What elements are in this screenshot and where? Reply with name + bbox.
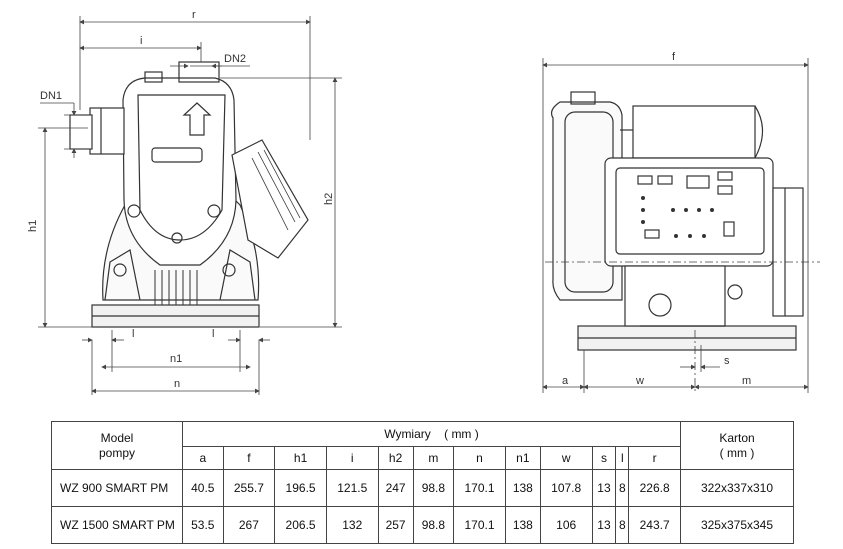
technical-drawing: r i DN2 DN1 h1 h2 l l n1 n bbox=[27, 9, 820, 395]
karton-cell: 322x337x310 bbox=[680, 469, 794, 507]
dim-label-n1: n1 bbox=[170, 353, 182, 365]
value-cell: 138 bbox=[504, 469, 541, 507]
col-header: w bbox=[539, 446, 593, 470]
karton-header-line2: ( mm ) bbox=[719, 445, 755, 460]
value-cell: 170.1 bbox=[453, 506, 506, 544]
dim-label-l-left: l bbox=[132, 328, 134, 340]
model-header: Model pompy bbox=[51, 421, 183, 470]
col-header: r bbox=[628, 446, 681, 470]
col-header: h1 bbox=[274, 446, 327, 470]
value-cell: 206.5 bbox=[274, 506, 327, 544]
karton-cell: 325x375x345 bbox=[680, 506, 794, 544]
dim-label-h1: h1 bbox=[27, 220, 39, 232]
value-cell: 257 bbox=[377, 506, 414, 544]
side-view bbox=[550, 91, 804, 351]
value-cell: 121.5 bbox=[325, 469, 379, 507]
col-header: a bbox=[182, 446, 224, 470]
dims-header: Wymiary ( mm ) bbox=[182, 421, 681, 447]
col-header: i bbox=[325, 446, 379, 470]
value-cell: 138 bbox=[504, 506, 541, 544]
col-header: s bbox=[591, 446, 617, 470]
value-cell: 170.1 bbox=[453, 469, 506, 507]
value-cell: 40.5 bbox=[182, 469, 224, 507]
dim-label-n: n bbox=[174, 378, 180, 390]
value-cell: 98.8 bbox=[412, 469, 455, 507]
col-header: f bbox=[222, 446, 276, 470]
value-cell: 196.5 bbox=[274, 469, 327, 507]
dim-label-m: m bbox=[742, 375, 751, 387]
model-cell: WZ 900 SMART PM bbox=[51, 469, 183, 507]
model-header-line2: pompy bbox=[98, 445, 136, 460]
dim-label-s: s bbox=[724, 355, 730, 367]
model-header-line1: Model bbox=[100, 430, 134, 445]
col-header: m bbox=[412, 446, 455, 470]
col-header: n1 bbox=[504, 446, 541, 470]
value-cell: 8 bbox=[615, 469, 630, 507]
dim-label-w: w bbox=[635, 375, 644, 387]
value-cell: 53.5 bbox=[182, 506, 224, 544]
value-cell: 106 bbox=[539, 506, 593, 544]
value-cell: 98.8 bbox=[412, 506, 455, 544]
value-cell: 107.8 bbox=[539, 469, 593, 507]
front-view bbox=[69, 61, 309, 328]
dim-label-i: i bbox=[140, 35, 142, 47]
model-cell: WZ 1500 SMART PM bbox=[51, 506, 183, 544]
column-header-row: a f h1 i h2 m n n1 w s l r bbox=[52, 446, 794, 470]
value-cell: 243.7 bbox=[628, 506, 681, 544]
dim-label-a: a bbox=[562, 375, 569, 387]
value-cell: 267 bbox=[222, 506, 276, 544]
dim-label-h2: h2 bbox=[323, 193, 335, 205]
dim-label-l-right: l bbox=[212, 328, 214, 340]
value-cell: 255.7 bbox=[222, 469, 276, 507]
side-dimensions bbox=[542, 58, 820, 393]
col-header: h2 bbox=[377, 446, 414, 470]
value-cell: 13 bbox=[591, 469, 617, 507]
dim-label-r: r bbox=[192, 9, 196, 21]
dim-label-dn2: DN2 bbox=[224, 53, 246, 65]
dim-label-f: f bbox=[672, 51, 676, 63]
karton-header: Karton ( mm ) bbox=[680, 421, 794, 470]
col-header: l bbox=[615, 446, 630, 470]
table-row: WZ 1500 SMART PM 53.5 267 206.5 132 257 … bbox=[51, 506, 794, 544]
front-dimensions bbox=[38, 16, 342, 395]
value-cell: 13 bbox=[591, 506, 617, 544]
dimensions-table: Model pompy Wymiary ( mm ) Karton ( mm )… bbox=[51, 421, 794, 544]
karton-header-line1: Karton bbox=[719, 430, 755, 445]
value-cell: 132 bbox=[325, 506, 379, 544]
value-cell: 226.8 bbox=[628, 469, 681, 507]
value-cell: 8 bbox=[615, 506, 630, 544]
value-cell: 247 bbox=[377, 469, 414, 507]
col-header: n bbox=[453, 446, 506, 470]
dim-label-dn1: DN1 bbox=[40, 90, 62, 102]
table-row: WZ 900 SMART PM 40.5 255.7 196.5 121.5 2… bbox=[51, 469, 794, 507]
